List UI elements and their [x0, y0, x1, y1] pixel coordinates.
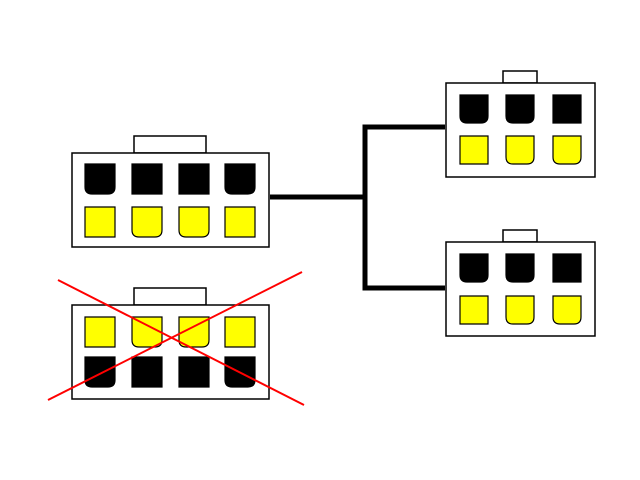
black-pin — [505, 94, 535, 124]
black-pin — [552, 94, 582, 124]
black-pin — [459, 94, 489, 124]
yellow-pin — [84, 316, 116, 348]
yellow-pin — [459, 135, 489, 165]
yellow-pin — [178, 206, 210, 238]
yellow-pin — [131, 316, 163, 348]
wire-branch-bottom — [362, 197, 445, 291]
yellow-pin — [224, 316, 256, 348]
black-pin — [552, 253, 582, 283]
cross-stroke-2 — [47, 271, 303, 401]
yellow-pin — [459, 295, 489, 325]
black-pin — [224, 163, 256, 195]
connector-latch — [133, 135, 207, 154]
black-pin — [459, 253, 489, 283]
black-pin — [84, 163, 116, 195]
yellow-pin — [178, 316, 210, 348]
black-pin — [178, 163, 210, 195]
black-pin — [505, 253, 535, 283]
yellow-pin — [131, 206, 163, 238]
yellow-pin — [224, 206, 256, 238]
red-cross-mark — [47, 271, 305, 406]
cross-stroke-1 — [57, 279, 305, 406]
connector-latch — [133, 287, 207, 306]
connector-6pin-top — [445, 70, 596, 178]
connector-latch — [502, 229, 538, 243]
black-pin — [84, 356, 116, 388]
connector-8pin-crossed — [71, 287, 270, 400]
connector-6pin-bottom — [445, 229, 596, 337]
yellow-pin — [505, 295, 535, 325]
splitter-wire — [270, 124, 445, 291]
yellow-pin — [552, 295, 582, 325]
yellow-pin — [84, 206, 116, 238]
black-pin — [131, 356, 163, 388]
wire-branch-top — [362, 124, 445, 197]
yellow-pin — [505, 135, 535, 165]
connector-latch — [502, 70, 538, 84]
yellow-pin — [552, 135, 582, 165]
black-pin — [178, 356, 210, 388]
connector-8pin-source — [71, 135, 270, 248]
black-pin — [131, 163, 163, 195]
